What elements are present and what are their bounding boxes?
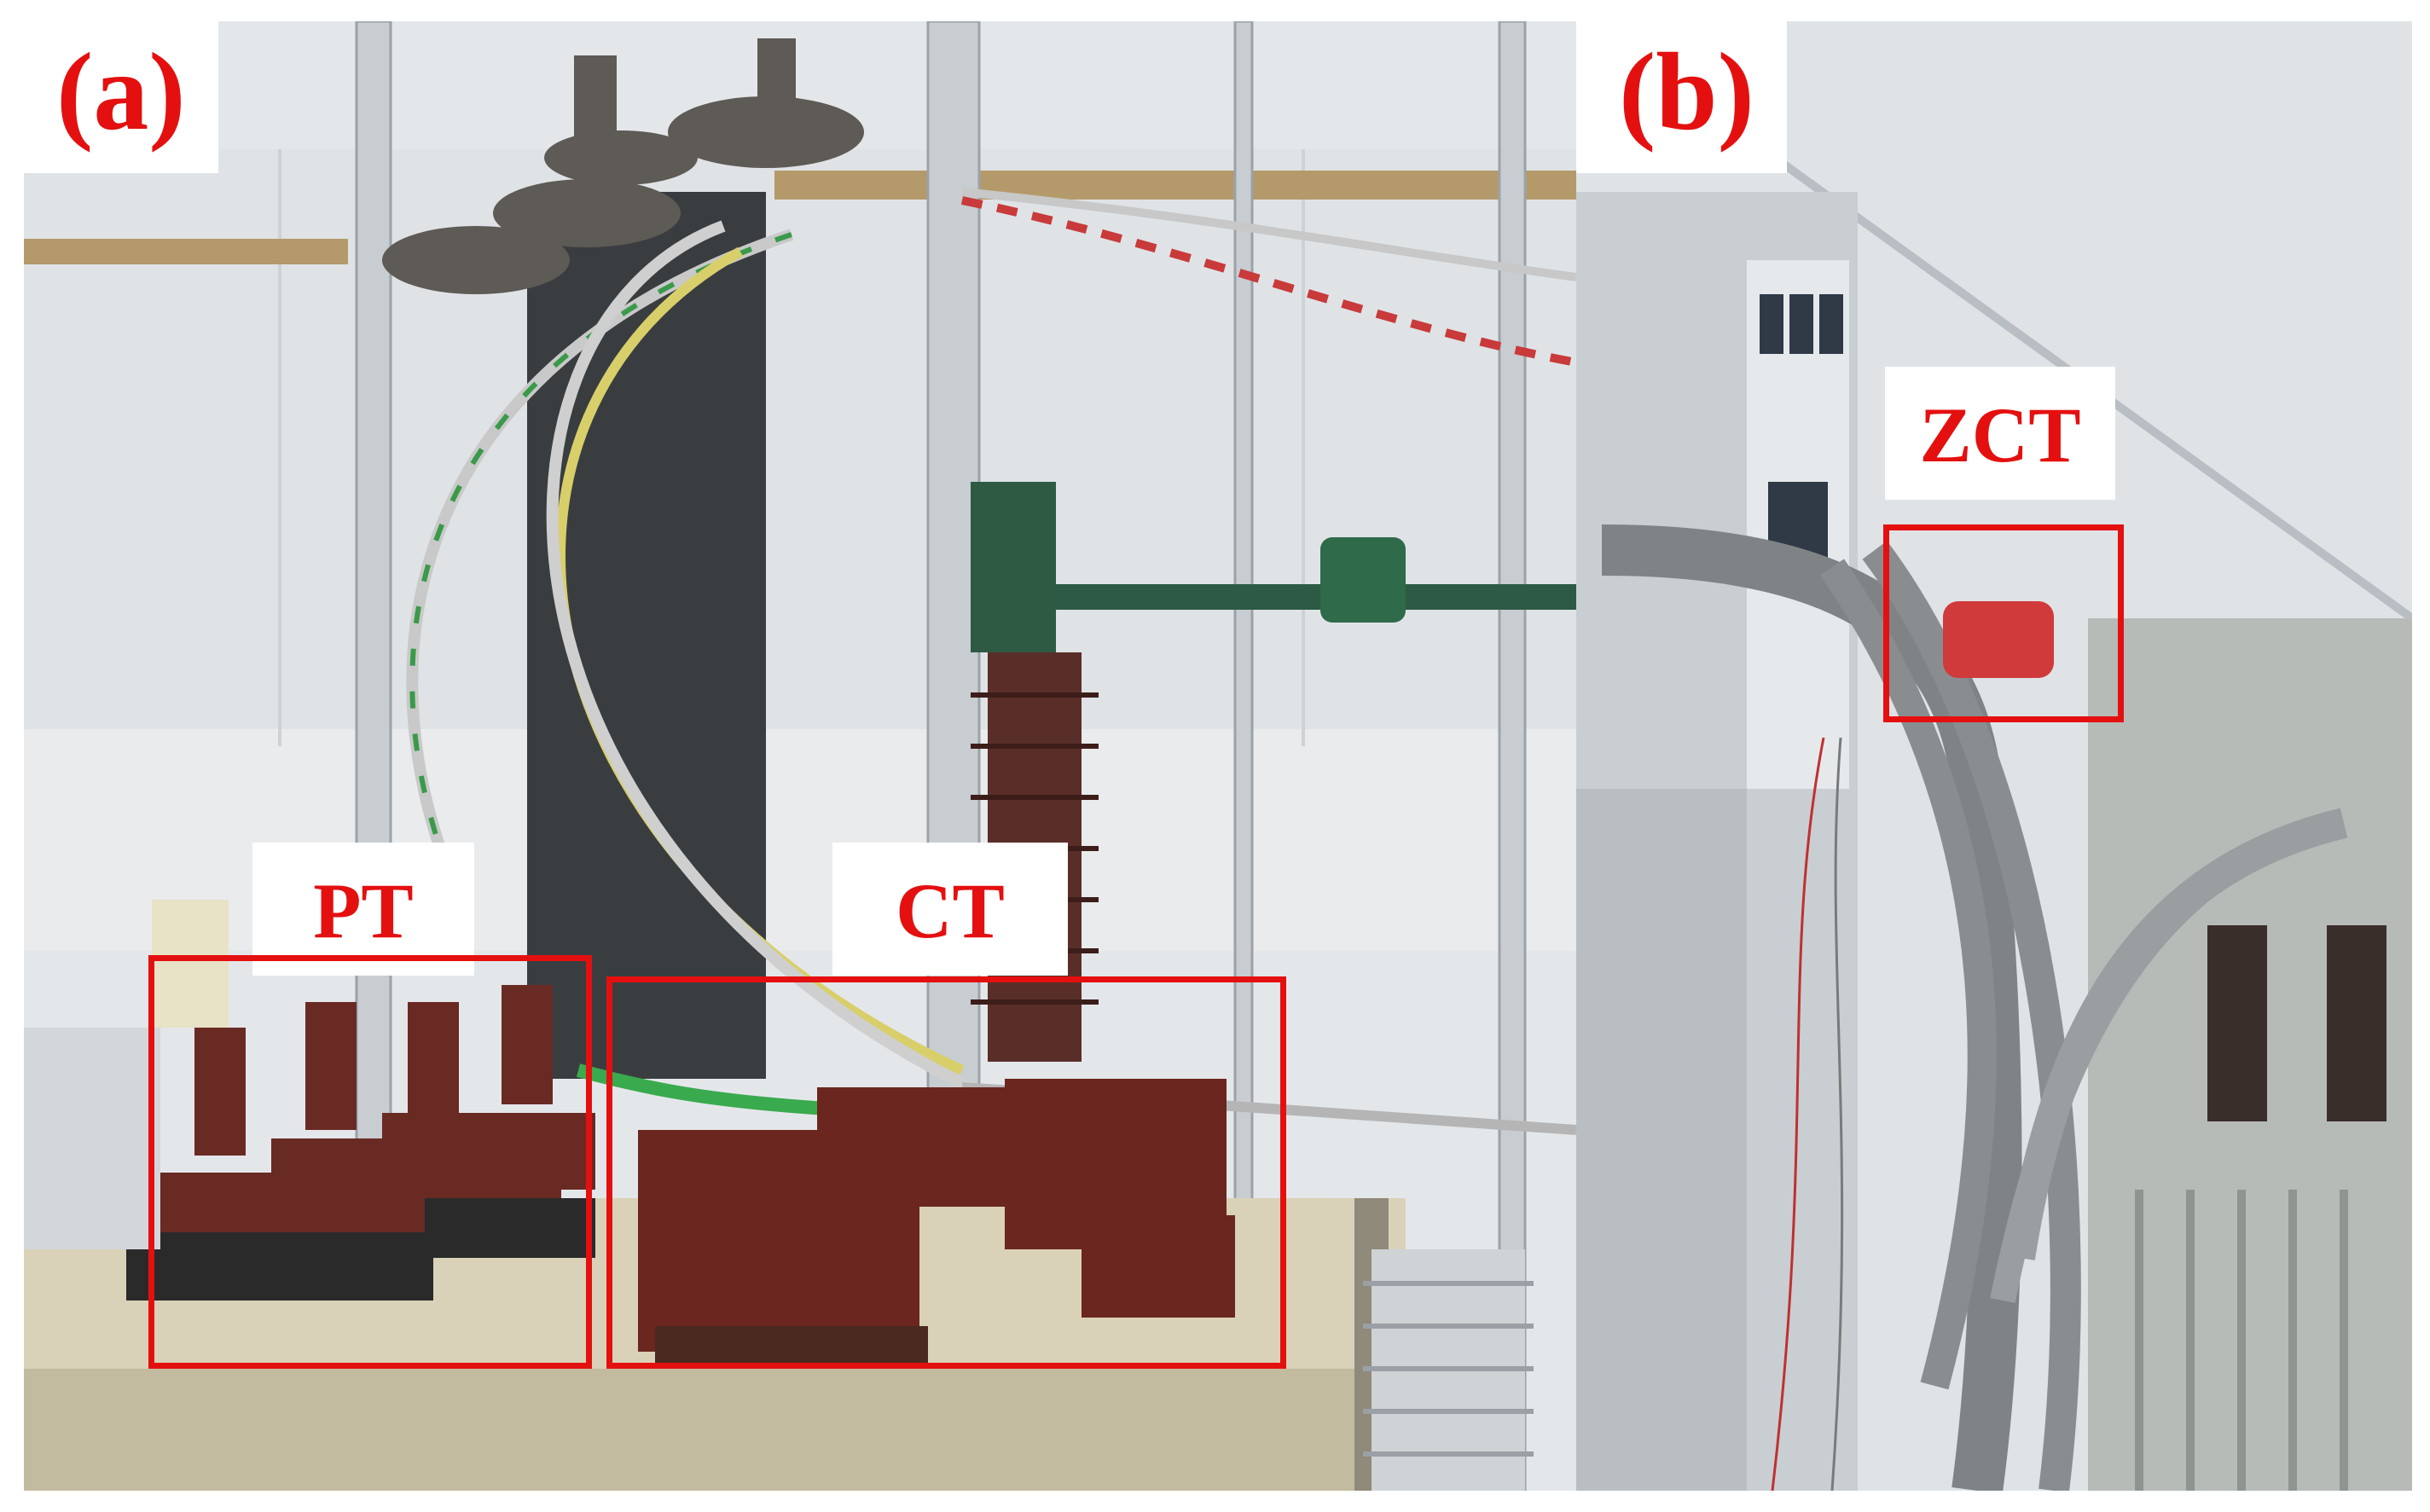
panel-a-label: (a) xyxy=(24,21,218,173)
ct-highlight-box xyxy=(606,976,1286,1369)
panel-a-photo: (a) PT CT xyxy=(24,21,1576,1491)
substation-scene-a xyxy=(24,21,1576,1491)
zct-highlight-box xyxy=(1883,524,2124,722)
pt-highlight-box xyxy=(148,955,592,1369)
panel-b-photo: (b) ZCT xyxy=(1576,21,2412,1491)
panel-b-label: (b) xyxy=(1576,21,1787,173)
zct-callout-label: ZCT xyxy=(1885,367,2115,500)
ct-callout-label: CT xyxy=(832,843,1068,976)
substation-scene-b xyxy=(1576,21,2412,1491)
pt-callout-label: PT xyxy=(252,843,474,976)
